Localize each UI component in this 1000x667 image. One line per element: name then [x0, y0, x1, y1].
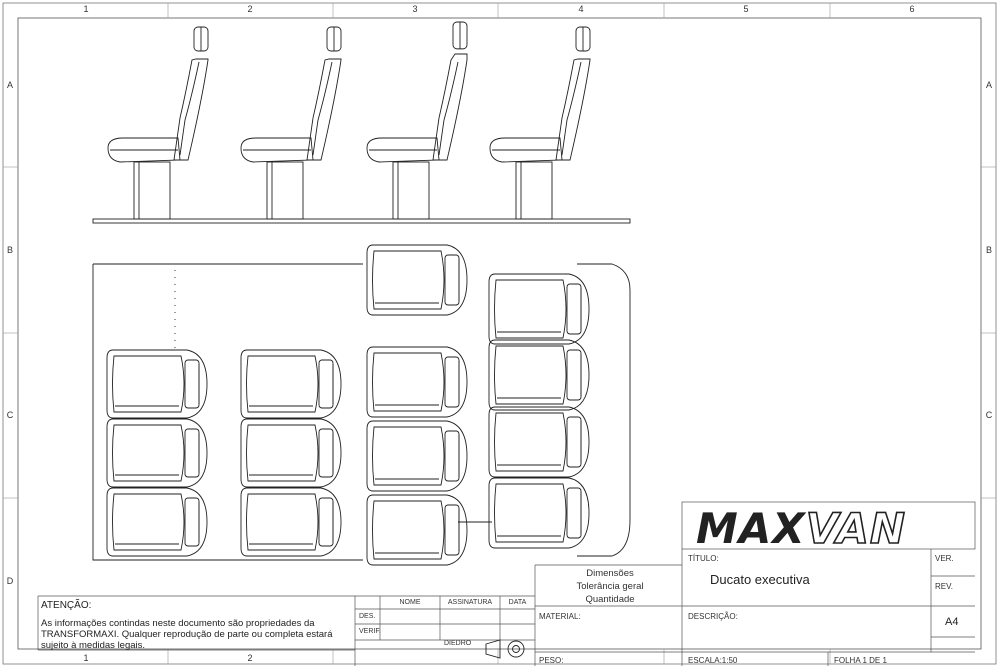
seat-plan-view: [106, 349, 208, 419]
peso-label: PESO:: [539, 656, 564, 665]
ver-label: VER.: [935, 554, 954, 563]
seat-side-view: [366, 21, 468, 220]
titulo-label: TÍTULO:: [688, 554, 719, 563]
sheet-size: A4: [945, 616, 959, 628]
seat-plan-view: [240, 418, 342, 488]
zone-row-c: C: [6, 410, 14, 420]
zone-row-a-right: A: [985, 80, 992, 90]
notice-heading: ATENÇÃO:: [41, 600, 92, 611]
zone-col-2-bottom: 2: [247, 653, 253, 663]
zone-row-b-right: B: [985, 245, 992, 255]
seat-plan-view: [366, 420, 468, 492]
zone-col-3: 3: [412, 4, 418, 14]
zone-col-5: 5: [743, 4, 749, 14]
projection-symbol-icon: [485, 639, 525, 659]
drawing-title: Ducato executiva: [710, 572, 810, 587]
seat-side-view: [107, 26, 209, 220]
diedro-label: DIEDRO: [444, 640, 472, 647]
seat-plan-view: [366, 346, 468, 418]
zone-row-b: B: [6, 245, 13, 255]
seat-plan-view: [366, 494, 468, 566]
seat-plan-view: [240, 487, 342, 557]
seat-plan-view: [106, 487, 208, 557]
escala-label: ESCALA:1:50: [688, 656, 738, 665]
seat-plan-view: [488, 339, 590, 411]
zone-row-c-right: C: [985, 410, 993, 420]
zone-col-2: 2: [247, 4, 253, 14]
seat-plan-view: [488, 406, 590, 478]
material-label: MATERIAL:: [539, 612, 581, 621]
folha-label: FOLHA 1 DE 1: [834, 656, 887, 665]
side-view: [92, 21, 631, 224]
notice-line-2: TRANSFORMAXI. Qualquer reprodução de par…: [41, 629, 333, 640]
quantidade-label: Quantidade: [585, 594, 635, 605]
verif-label: VERIF.: [359, 628, 381, 635]
seat-side-view: [240, 26, 342, 220]
zone-row-d: D: [6, 576, 14, 586]
plan-view: [92, 244, 631, 566]
dimensoes-label: Dimensões: [586, 568, 634, 579]
assinatura-header: ASSINATURA: [447, 599, 493, 606]
notice-line-1: As informações contindas neste documento…: [41, 618, 315, 629]
seat-side-view: [489, 26, 591, 220]
seat-plan-view: [106, 418, 208, 488]
zone-col-1: 1: [83, 4, 89, 14]
notice-line-3: sujeito à medidas legais.: [41, 640, 146, 651]
zone-col-6: 6: [909, 4, 915, 14]
descricao-label: DESCRIÇÃO:: [688, 612, 738, 621]
data-header: DATA: [508, 599, 527, 606]
seat-plan-view: [366, 244, 468, 316]
seat-plan-view: [240, 349, 342, 419]
seat-plan-view: [488, 477, 590, 549]
zone-col-4: 4: [578, 4, 584, 14]
tolerancia-label: Tolerância geral: [576, 581, 644, 592]
des-label: DES.: [359, 613, 376, 620]
title-block-frame: [37, 501, 976, 666]
nome-header: NOME: [399, 599, 421, 606]
zone-row-a: A: [6, 80, 13, 90]
seat-plan-view: [488, 273, 590, 345]
zone-col-1-bottom: 1: [83, 653, 89, 663]
maxvan-logo: MAXVAN: [696, 503, 906, 554]
rev-label: REV.: [935, 582, 953, 591]
